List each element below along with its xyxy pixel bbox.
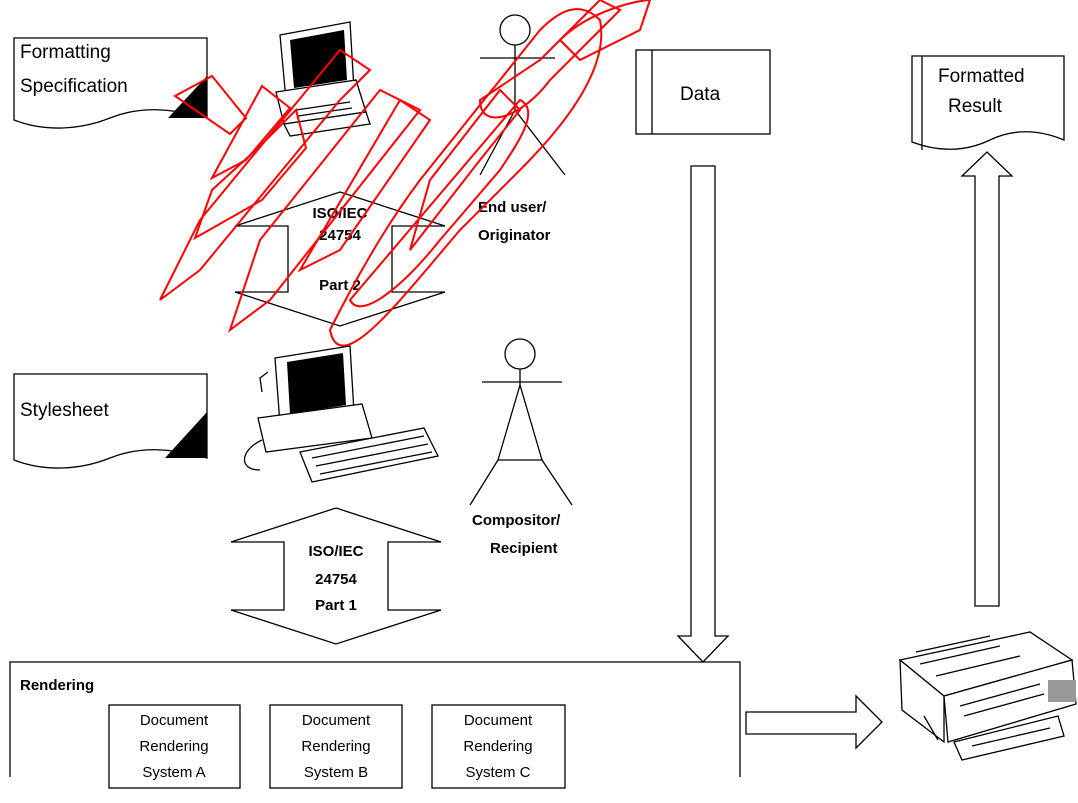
system-a-line1: Document: [140, 712, 209, 729]
compositor-line1: Compositor/: [472, 512, 561, 529]
part1-line1: ISO/IEC: [308, 543, 363, 560]
rendering-system-c: Document Rendering System C: [431, 704, 566, 789]
part2-line2: 24754: [319, 227, 361, 244]
printer-icon: [898, 631, 1077, 761]
stylesheet-label: Stylesheet: [20, 400, 109, 421]
formatting-spec-line2: Specification: [20, 76, 128, 97]
stylesheet-doc: Stylesheet: [13, 373, 208, 469]
rendering-system-b: Document Rendering System B: [269, 704, 403, 789]
system-b-line2: Rendering: [301, 738, 370, 755]
system-c-line1: Document: [464, 712, 533, 729]
formatted-result-line2: Result: [948, 96, 1003, 117]
formatted-result-doc: Formatted Result: [911, 55, 1065, 150]
rendering-system-a: Document Rendering System A: [108, 704, 241, 789]
system-a-line2: Rendering: [139, 738, 208, 755]
render-to-printer-arrow: [745, 694, 883, 750]
system-a-line3: System A: [142, 764, 205, 781]
end-user-line2: Originator: [478, 227, 551, 244]
standard-arrow-part2: ISO/IEC 24754 Part 2: [234, 191, 446, 327]
data-doc: Data: [635, 49, 771, 135]
system-b-line3: System B: [304, 764, 368, 781]
formatting-specification-doc: Formatting Specification: [13, 37, 208, 129]
part2-line1: ISO/IEC: [312, 205, 367, 222]
part2-line3: Part 2: [319, 277, 361, 294]
end-user-line1: End user/: [478, 199, 547, 216]
computer-keyboard-icon: [243, 345, 439, 483]
standard-arrow-part1: ISO/IEC 24754 Part 1: [230, 507, 442, 645]
watermark-overlay: [159, 0, 652, 347]
computer-icon: [275, 21, 371, 137]
formatted-result-line1: Formatted: [938, 66, 1025, 87]
formatting-spec-line1: Formatting: [20, 42, 111, 63]
stick-figure-icon: [469, 338, 573, 506]
system-c-line2: Rendering: [463, 738, 532, 755]
rendering-title: Rendering: [20, 677, 94, 694]
data-down-arrow: [676, 165, 730, 663]
part1-line2: 24754: [315, 571, 357, 588]
system-b-line1: Document: [302, 712, 371, 729]
system-c-line3: System C: [465, 764, 530, 781]
part1-line3: Part 1: [315, 597, 357, 614]
rendering-box: Rendering Document Rendering System A Do…: [9, 661, 741, 789]
stick-figure-icon: [479, 14, 566, 176]
result-up-arrow: [960, 151, 1014, 607]
data-label: Data: [680, 84, 721, 105]
compositor-line2: Recipient: [490, 540, 558, 557]
